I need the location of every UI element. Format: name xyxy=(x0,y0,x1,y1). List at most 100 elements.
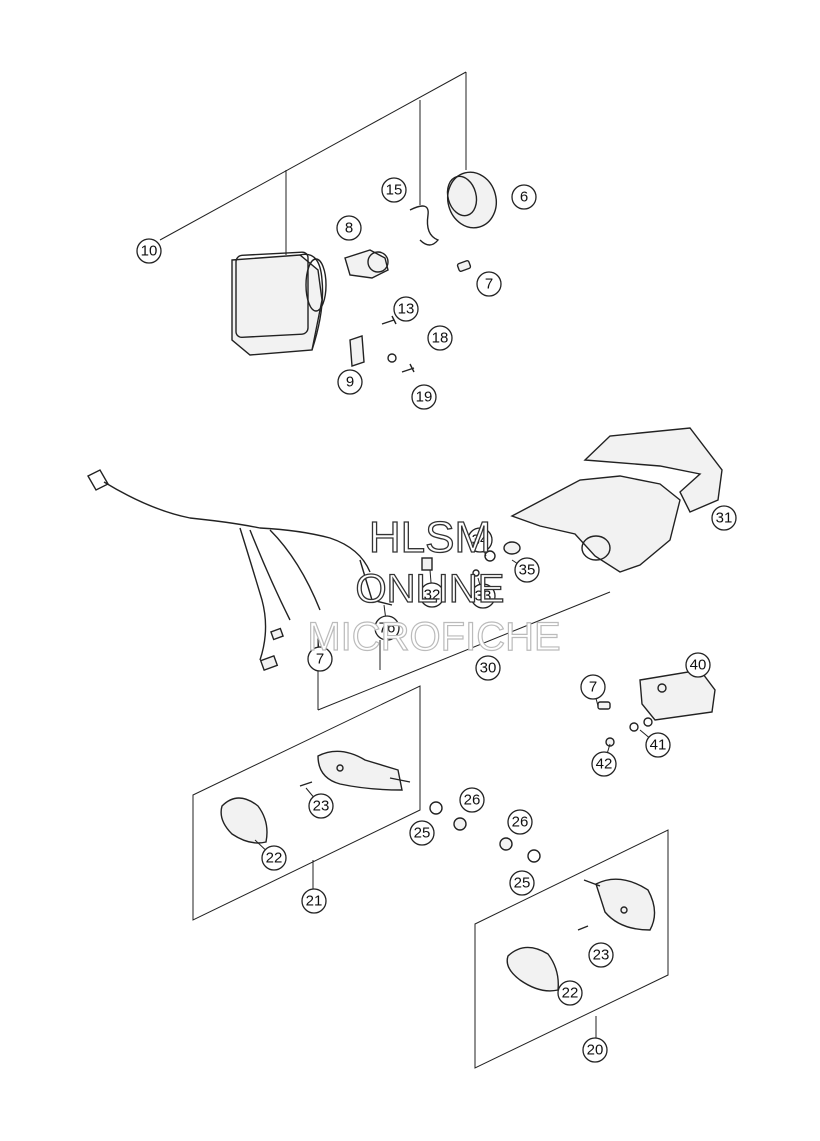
callout-circle xyxy=(381,177,407,203)
callout-number: 7 xyxy=(316,651,324,668)
watermark-line3: MICROFICHE xyxy=(307,615,560,659)
callout-circle xyxy=(470,583,496,609)
callout-c6: 6 xyxy=(511,184,537,210)
rear-fender xyxy=(317,427,723,711)
callout-number: 34 xyxy=(472,532,489,549)
callout-number: 76 xyxy=(379,620,396,637)
callout-number: 23 xyxy=(313,798,330,815)
callout-circle xyxy=(645,732,671,758)
callout-number: 26 xyxy=(512,814,529,831)
callout-c22a: 22 xyxy=(261,845,287,871)
callout-number: 10 xyxy=(141,243,158,260)
tail-light xyxy=(597,669,716,747)
callout-c22b: 22 xyxy=(557,980,583,1006)
callout-circle xyxy=(374,615,400,641)
callout-number: 30 xyxy=(480,660,497,677)
callout-c7c: 7 xyxy=(580,674,606,700)
callout-circle xyxy=(475,655,501,681)
callout-number: 8 xyxy=(345,220,353,237)
callout-c13: 13 xyxy=(393,296,419,322)
callout-number: 33 xyxy=(475,588,492,605)
callout-c31: 31 xyxy=(711,505,737,531)
callout-circle xyxy=(685,652,711,678)
callout-circle xyxy=(307,646,333,672)
callout-c34: 34 xyxy=(467,527,493,553)
small-fasteners xyxy=(421,541,521,577)
callout-number: 42 xyxy=(596,756,613,773)
callout-number: 25 xyxy=(514,875,531,892)
callout-circle xyxy=(514,557,540,583)
callout-c18: 18 xyxy=(427,325,453,351)
callout-circle xyxy=(582,1037,608,1063)
callout-number: 35 xyxy=(519,562,536,579)
callout-circle xyxy=(427,325,453,351)
headlight-assembly xyxy=(159,71,497,373)
callout-number: 20 xyxy=(587,1042,604,1059)
callout-number: 22 xyxy=(562,985,579,1002)
callout-c25a: 25 xyxy=(409,820,435,846)
callout-number: 13 xyxy=(398,301,415,318)
callout-layer: 10 15 6 8 7 13 18 9 19 31 34 35 32 33 76 7 30 40 7 41 42 23 26… xyxy=(136,177,737,1063)
callout-circle xyxy=(409,820,435,846)
callout-number: 7 xyxy=(589,679,597,696)
callout-c35: 35 xyxy=(514,557,540,583)
callout-c8: 8 xyxy=(336,215,362,241)
watermark: HLSM ONLINE MICROFICHE xyxy=(307,512,562,659)
callout-c7a: 7 xyxy=(476,271,502,297)
callout-c21: 21 xyxy=(301,888,327,914)
callout-number: 26 xyxy=(464,792,481,809)
callout-circle xyxy=(591,751,617,777)
callout-number: 31 xyxy=(716,510,733,527)
callout-number: 7 xyxy=(485,276,493,293)
callout-c9: 9 xyxy=(337,369,363,395)
callout-number: 21 xyxy=(306,893,323,910)
callout-circle xyxy=(511,184,537,210)
callout-number: 41 xyxy=(650,737,667,754)
turn-signal-20 xyxy=(312,829,669,1069)
callout-number: 19 xyxy=(416,389,433,406)
callout-circle xyxy=(459,787,485,813)
callout-circle xyxy=(588,942,614,968)
callout-circle xyxy=(507,809,533,835)
callout-number: 18 xyxy=(432,330,449,347)
callout-c7b: 7 xyxy=(307,646,333,672)
callout-c40: 40 xyxy=(685,652,711,678)
callout-c33: 33 xyxy=(470,583,496,609)
callout-c23a: 23 xyxy=(308,793,334,819)
callout-number: 32 xyxy=(424,587,441,604)
callout-c76: 76 xyxy=(374,615,400,641)
callout-c26b: 26 xyxy=(507,809,533,835)
callout-number: 9 xyxy=(346,374,354,391)
callout-circle xyxy=(301,888,327,914)
callout-c15: 15 xyxy=(381,177,407,203)
callout-circle xyxy=(337,369,363,395)
callout-circle xyxy=(411,384,437,410)
callout-number: 25 xyxy=(414,825,431,842)
watermark-line1: HLSM xyxy=(369,513,491,562)
callout-c32: 32 xyxy=(419,582,445,608)
callout-number: 6 xyxy=(520,189,528,206)
callout-circle xyxy=(580,674,606,700)
callout-circle xyxy=(336,215,362,241)
callout-circle xyxy=(557,980,583,1006)
watermark-line2: ONLINE xyxy=(356,567,505,611)
wiring-harness xyxy=(87,469,393,671)
callout-circle xyxy=(393,296,419,322)
callout-circle xyxy=(136,238,162,264)
callout-number: 40 xyxy=(690,657,707,674)
callout-circle xyxy=(509,870,535,896)
callout-circle xyxy=(476,271,502,297)
callout-c26a: 26 xyxy=(459,787,485,813)
callout-circle xyxy=(308,793,334,819)
callout-number: 15 xyxy=(386,182,403,199)
callout-circle xyxy=(711,505,737,531)
callout-number: 22 xyxy=(266,850,283,867)
callout-number: 23 xyxy=(593,947,610,964)
turn-signal-21 xyxy=(192,685,467,921)
callout-c42: 42 xyxy=(591,751,617,777)
callout-c23b: 23 xyxy=(588,942,614,968)
callout-c30: 30 xyxy=(475,655,501,681)
callout-circle xyxy=(467,527,493,553)
callout-c25b: 25 xyxy=(509,870,535,896)
